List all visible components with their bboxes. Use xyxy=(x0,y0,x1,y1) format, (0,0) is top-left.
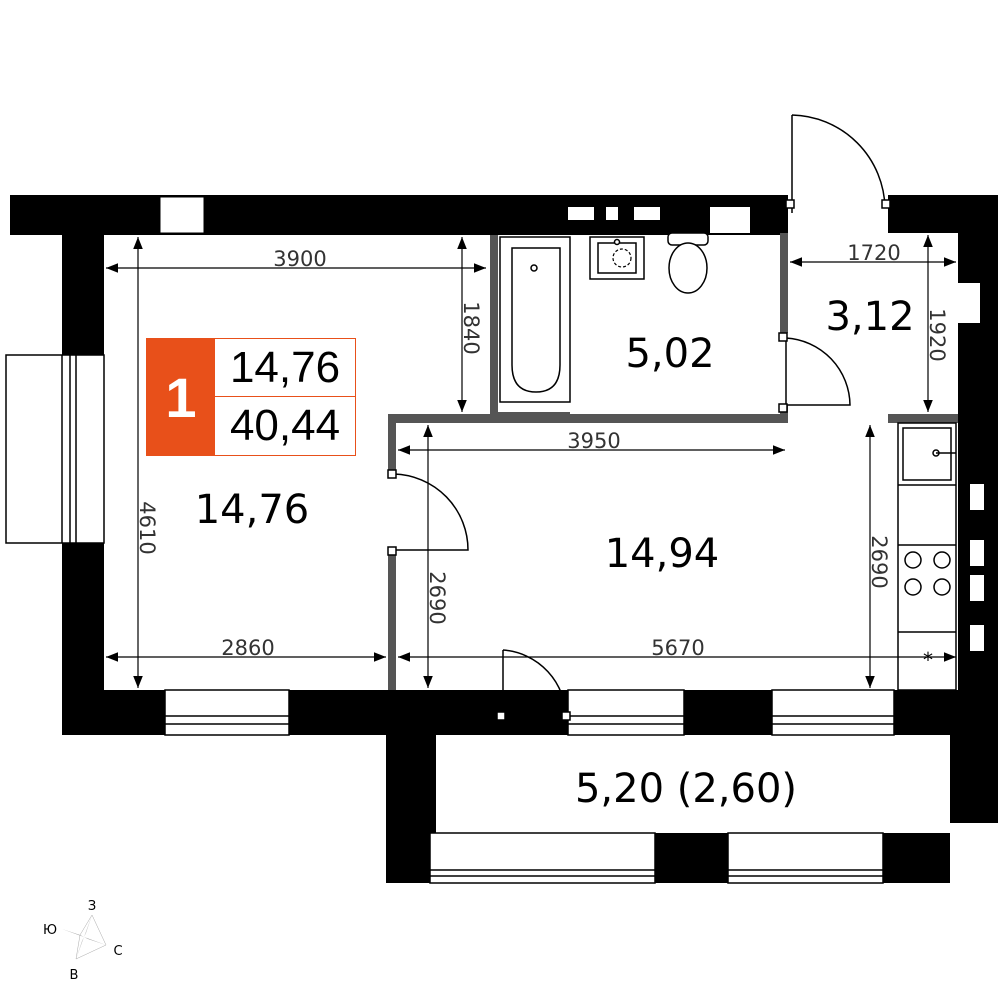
top-wall-gaps xyxy=(159,196,750,234)
compass-icon: З Ю С В xyxy=(43,899,123,983)
partitions xyxy=(388,233,958,690)
dim-bathroom-height: 1840 xyxy=(459,301,483,354)
fixtures xyxy=(499,232,957,691)
room-areas: 14,76 5,02 3,12 14,94 5,20 (2,60) xyxy=(195,294,915,812)
toilet-icon xyxy=(667,232,709,294)
area-bathroom: 5,02 xyxy=(625,331,714,377)
dim-kitchen-height-left: 2690 xyxy=(425,571,449,624)
apartment-badge: 1 14,76 40,44 xyxy=(146,338,356,456)
bathtub-icon xyxy=(499,236,571,403)
balcony-door xyxy=(502,649,567,722)
dim-kitchen-width-top: 3950 xyxy=(567,429,620,453)
partition-bathroom-left xyxy=(490,235,498,415)
partition-bathroom-right-top xyxy=(780,233,788,333)
window-kitchen-1 xyxy=(567,689,685,736)
partition-hall-bottom xyxy=(888,414,958,423)
area-hallway: 3,12 xyxy=(825,294,914,340)
window-kitchen-2 xyxy=(771,689,895,736)
partition-living-right-top xyxy=(388,414,396,474)
partition-bathroom-right-bottom xyxy=(780,405,788,423)
dimension-labels: 3900 2860 4610 1840 1720 1920 3950 5670 … xyxy=(135,241,949,660)
doors xyxy=(387,114,891,722)
bathroom-door xyxy=(785,337,851,406)
area-living-room: 14,76 xyxy=(195,487,310,533)
kitchen-counter-icon xyxy=(897,422,957,691)
compass-south: Ю xyxy=(43,923,57,938)
partition-corridor-top xyxy=(388,414,786,423)
compass-west: З xyxy=(88,899,96,914)
windows xyxy=(5,354,895,884)
right-wall-gaps xyxy=(958,283,984,651)
living-area-value: 14,76 xyxy=(215,339,355,397)
compass-east: В xyxy=(70,968,79,983)
entrance-door xyxy=(791,114,886,213)
dim-living-width-bottom: 2860 xyxy=(221,636,274,660)
window-balcony-2 xyxy=(727,832,884,884)
living-room-door xyxy=(393,473,469,551)
window-left xyxy=(5,354,105,544)
wall-top-right xyxy=(888,195,958,233)
dim-kitchen-width-bottom: 5670 xyxy=(651,636,704,660)
dimension-lines: * xyxy=(106,235,956,688)
total-area-value: 40,44 xyxy=(229,400,341,450)
svg-text:*: * xyxy=(923,648,933,672)
partition-living-right-bottom xyxy=(388,550,396,690)
window-balcony-1 xyxy=(429,832,656,884)
dim-hallway-height: 1920 xyxy=(925,308,949,361)
wall-right-lower xyxy=(950,690,998,823)
room-count: 1 xyxy=(147,339,215,455)
wall-top-left xyxy=(10,195,788,235)
dim-living-width-top: 3900 xyxy=(273,247,326,271)
window-living-bottom xyxy=(164,689,290,736)
dim-living-height: 4610 xyxy=(135,501,159,554)
compass-north: С xyxy=(113,944,122,959)
area-kitchen: 14,94 xyxy=(605,531,720,577)
dim-kitchen-height-right: 2690 xyxy=(867,535,891,588)
dim-hallway-width: 1720 xyxy=(847,241,900,265)
area-balcony: 5,20 (2,60) xyxy=(575,766,797,812)
sink-icon xyxy=(589,236,645,280)
